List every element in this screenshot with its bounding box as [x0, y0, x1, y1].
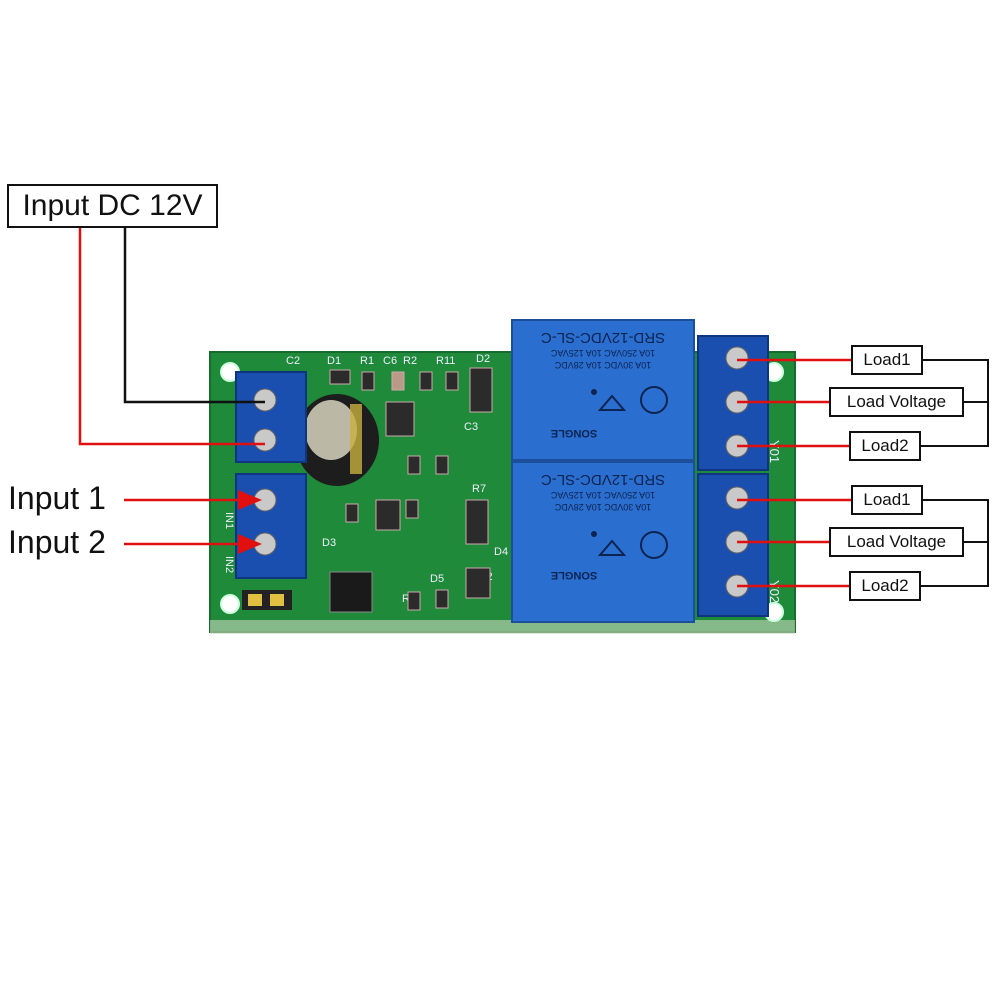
- relay-2-brand: SONGLE: [551, 569, 597, 581]
- terminal-screw: [725, 486, 749, 510]
- relay-1-rating-1: 10A 250VAC 10A 125VAC: [550, 348, 655, 358]
- relay-2: [511, 461, 695, 623]
- relay-2-logo-icon: [640, 531, 668, 559]
- pcb-edge: [210, 620, 795, 634]
- power-input-label: Input DC 12V: [7, 184, 218, 228]
- silk-c6: C6: [383, 355, 397, 367]
- bracket-y02: [921, 499, 989, 587]
- terminal-screw: [253, 388, 277, 412]
- terminal-screw: [725, 346, 749, 370]
- bracket-y01: [921, 359, 989, 447]
- relay-2-model: SRD-12VDC-SL-C: [541, 471, 665, 488]
- relay-1-dot: [591, 389, 597, 395]
- wire-red-power: [78, 228, 265, 446]
- smd-capacitor: [391, 371, 405, 391]
- capacitor-top: [305, 400, 357, 460]
- relay-1-logo-icon: [640, 386, 668, 414]
- relay-1-mark-icon: [597, 394, 627, 411]
- smd-resistor: [445, 371, 459, 391]
- silk-d2: D2: [476, 353, 490, 365]
- y02-load-voltage-label: Load Voltage: [829, 527, 964, 557]
- silk-r2: R2: [403, 355, 417, 367]
- diode-d2: [469, 367, 493, 413]
- diode-d4: [465, 499, 489, 545]
- y02-load2-label: Load2: [849, 571, 921, 601]
- smd-resistor: [435, 455, 449, 475]
- jumper-cap: [270, 594, 284, 606]
- silk-d5: D5: [430, 573, 444, 585]
- smd-resistor: [407, 591, 421, 611]
- input-1-label: Input 1: [8, 480, 106, 516]
- smd-resistor: [405, 499, 419, 519]
- relay-2-rating-1: 10A 250VAC 10A 125VAC: [550, 490, 655, 500]
- silk-c2: C2: [286, 355, 300, 367]
- silk-d3: D3: [322, 537, 336, 549]
- silk-y02: Y02: [767, 580, 782, 603]
- silk-r11: R11: [436, 355, 455, 367]
- smd-resistor: [361, 371, 375, 391]
- relay-2-mark-icon: [597, 539, 627, 556]
- silk-d4: D4: [494, 546, 508, 558]
- relay-1-model: SRD-12VDC-SL-C: [541, 329, 665, 346]
- mounting-hole: [220, 594, 240, 614]
- transistor: [385, 401, 415, 437]
- relay-2-rating-2: 10A 30VDC 10A 28VDC: [554, 502, 651, 512]
- relay-2-dot: [591, 531, 597, 537]
- input-2-label: Input 2: [8, 524, 106, 560]
- terminal-block-inputs: [235, 473, 307, 579]
- smd-diode: [329, 369, 351, 385]
- y01-load2-label: Load2: [849, 431, 921, 461]
- y02-load1-label: Load1: [851, 485, 923, 515]
- smd-resistor: [419, 371, 433, 391]
- smd-resistor: [407, 455, 421, 475]
- wire-black-power: [123, 228, 265, 404]
- smd-resistor: [345, 503, 359, 523]
- y01-load1-label: Load1: [851, 345, 923, 375]
- relay-1-brand: SONGLE: [551, 427, 597, 439]
- capacitor-stripe: [350, 404, 362, 474]
- arrow-input-2-head: [238, 534, 262, 554]
- silk-y01: Y01: [767, 440, 782, 463]
- transistor: [465, 567, 491, 599]
- ic-chip: [329, 571, 373, 613]
- silk-r1: R1: [360, 355, 374, 367]
- transistor: [375, 499, 401, 531]
- silk-c3: C3: [464, 421, 478, 433]
- smd-resistor: [435, 589, 449, 609]
- jumper-cap: [248, 594, 262, 606]
- silk-r7: R7: [472, 483, 486, 495]
- y01-load-voltage-label: Load Voltage: [829, 387, 964, 417]
- arrow-input-1-head: [238, 490, 262, 510]
- terminal-screw: [253, 428, 277, 452]
- relay-1-rating-2: 10A 30VDC 10A 28VDC: [554, 360, 651, 370]
- silk-d1: D1: [327, 355, 341, 367]
